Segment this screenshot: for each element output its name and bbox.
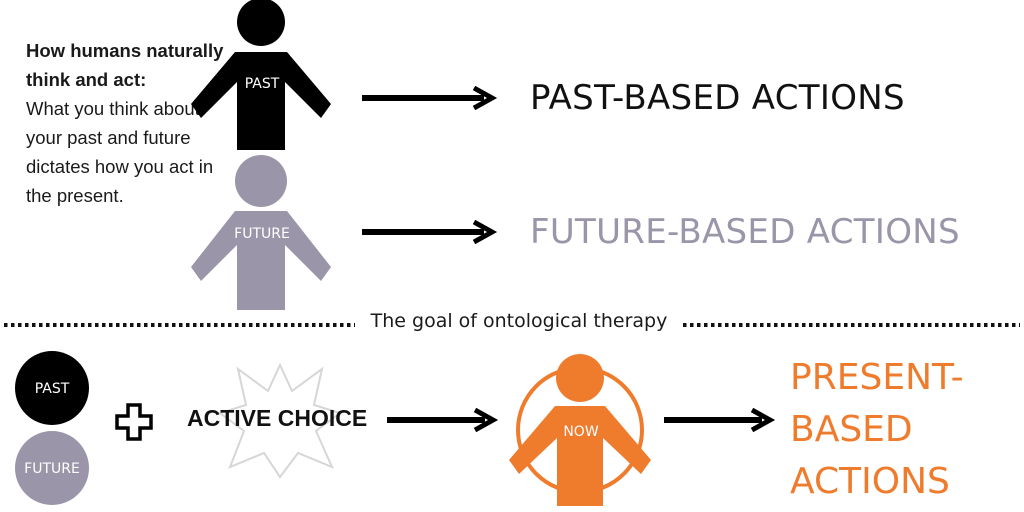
future-circle-label: FUTURE (24, 461, 80, 477)
past-based-actions-label: PAST-BASED ACTIONS (530, 78, 905, 118)
intro-body: What you think about your past and futur… (26, 98, 214, 206)
future-person-figure: FUTURE (191, 155, 331, 310)
plus-icon (115, 403, 153, 441)
now-figure-label: NOW (563, 424, 598, 440)
divider-label: The goal of ontological therapy (355, 310, 683, 332)
past-person-figure: PAST (191, 0, 331, 150)
arrow-to-now (385, 408, 501, 432)
arrow-to-past-actions (360, 86, 500, 110)
starburst-outline (218, 363, 342, 479)
arrow-to-future-actions (360, 220, 500, 244)
present-line-1: PRESENT- (790, 357, 964, 398)
future-circle: FUTURE (15, 431, 89, 505)
past-figure-label: PAST (245, 76, 280, 92)
intro-text: How humans naturally think and act: What… (26, 36, 226, 210)
intro-heading: How humans naturally think and act: (26, 40, 224, 90)
dotted-divider (4, 323, 1020, 327)
arrow-to-present-actions (662, 408, 778, 432)
future-based-actions-label: FUTURE-BASED ACTIONS (530, 212, 960, 252)
present-based-actions-label: PRESENT- BASED ACTIONS (790, 352, 964, 508)
now-person-figure: NOW (509, 354, 651, 506)
future-figure-label: FUTURE (234, 226, 290, 242)
present-line-2: BASED (790, 409, 913, 450)
active-choice-label: ACTIVE CHOICE (187, 405, 368, 431)
present-line-3: ACTIONS (790, 461, 950, 502)
past-circle: PAST (15, 351, 89, 425)
past-circle-label: PAST (35, 381, 70, 397)
